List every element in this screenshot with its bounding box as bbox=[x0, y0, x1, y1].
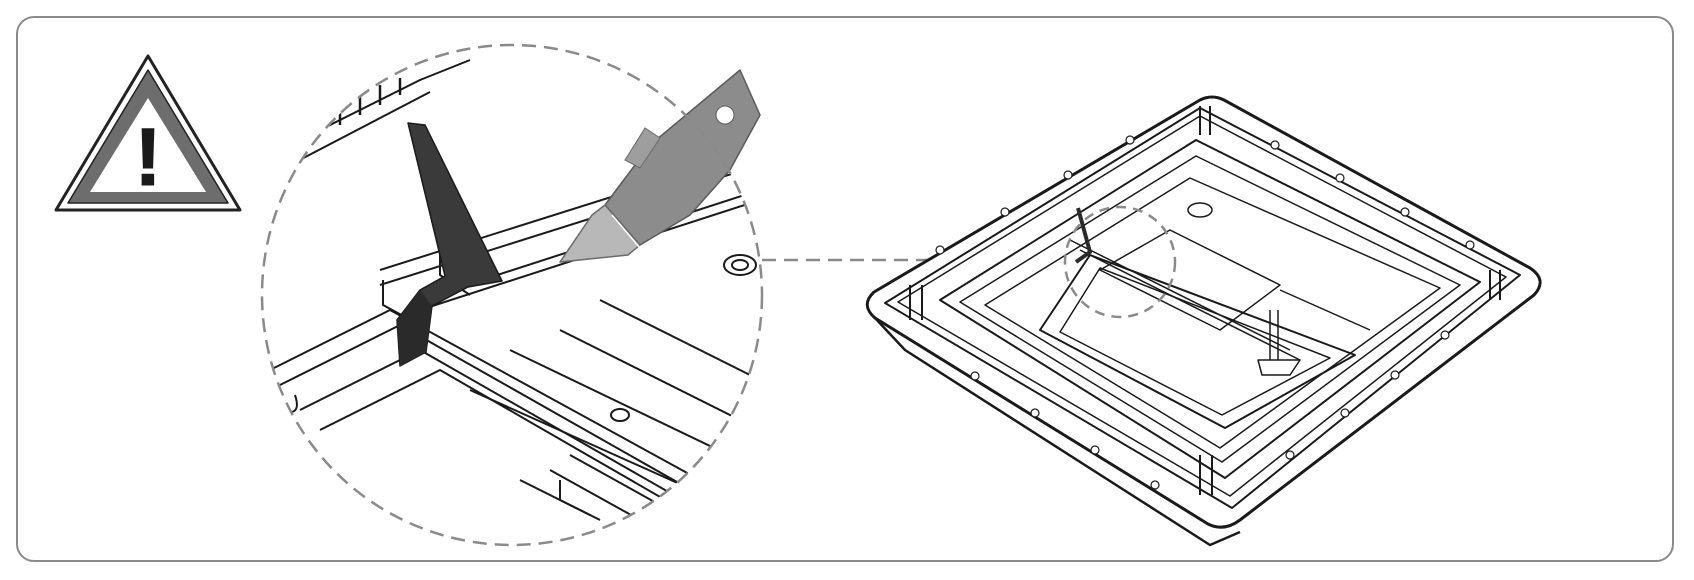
flange-screw-holes bbox=[935, 135, 1475, 490]
callout-target-circle bbox=[1063, 205, 1177, 319]
warning-triangle-icon: ! bbox=[54, 54, 242, 212]
warning-exclamation: ! bbox=[134, 112, 161, 203]
vent-frame-overview bbox=[865, 95, 1542, 547]
detail-zoom-view bbox=[260, 43, 764, 547]
utility-knife-icon bbox=[559, 69, 761, 263]
